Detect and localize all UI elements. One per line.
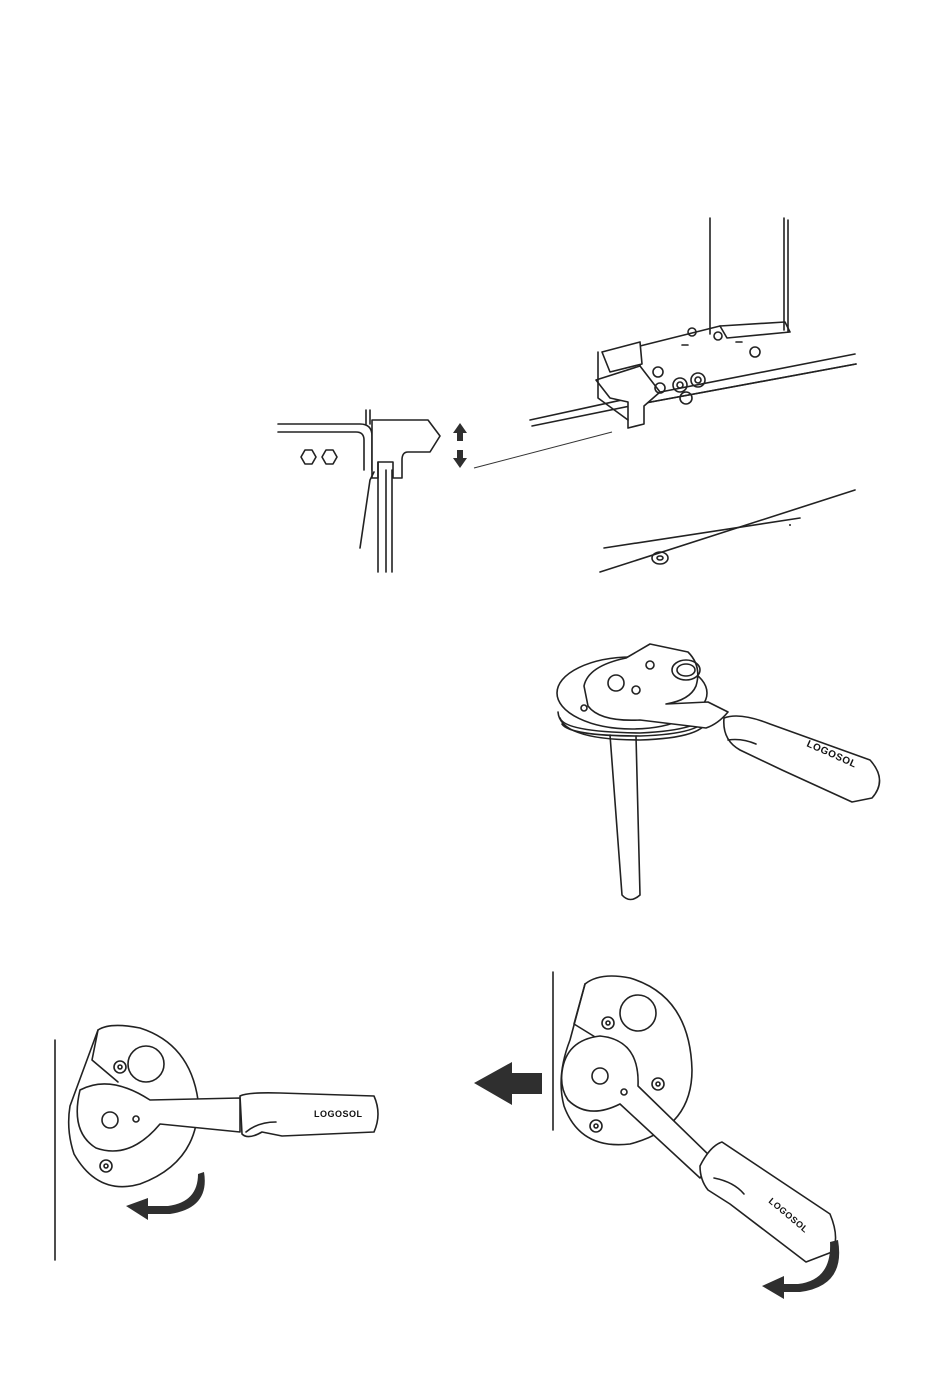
crank-handle-perspective: LOGOSOL [557, 644, 880, 900]
rail-bracket-detail [278, 410, 612, 572]
up-down-arrow-icon [453, 423, 467, 468]
push-left-arrow-icon [474, 1062, 542, 1105]
crank-rotate-start: LOGOSOL [55, 1025, 378, 1260]
sawmill-frame-bracket [530, 218, 856, 572]
crank-rotate-pushed: LOGOSOL [474, 972, 839, 1299]
hex-bolt-icon [301, 450, 316, 464]
hex-bolt-icon [322, 450, 337, 464]
brand-logo: LOGOSOL [314, 1109, 363, 1119]
